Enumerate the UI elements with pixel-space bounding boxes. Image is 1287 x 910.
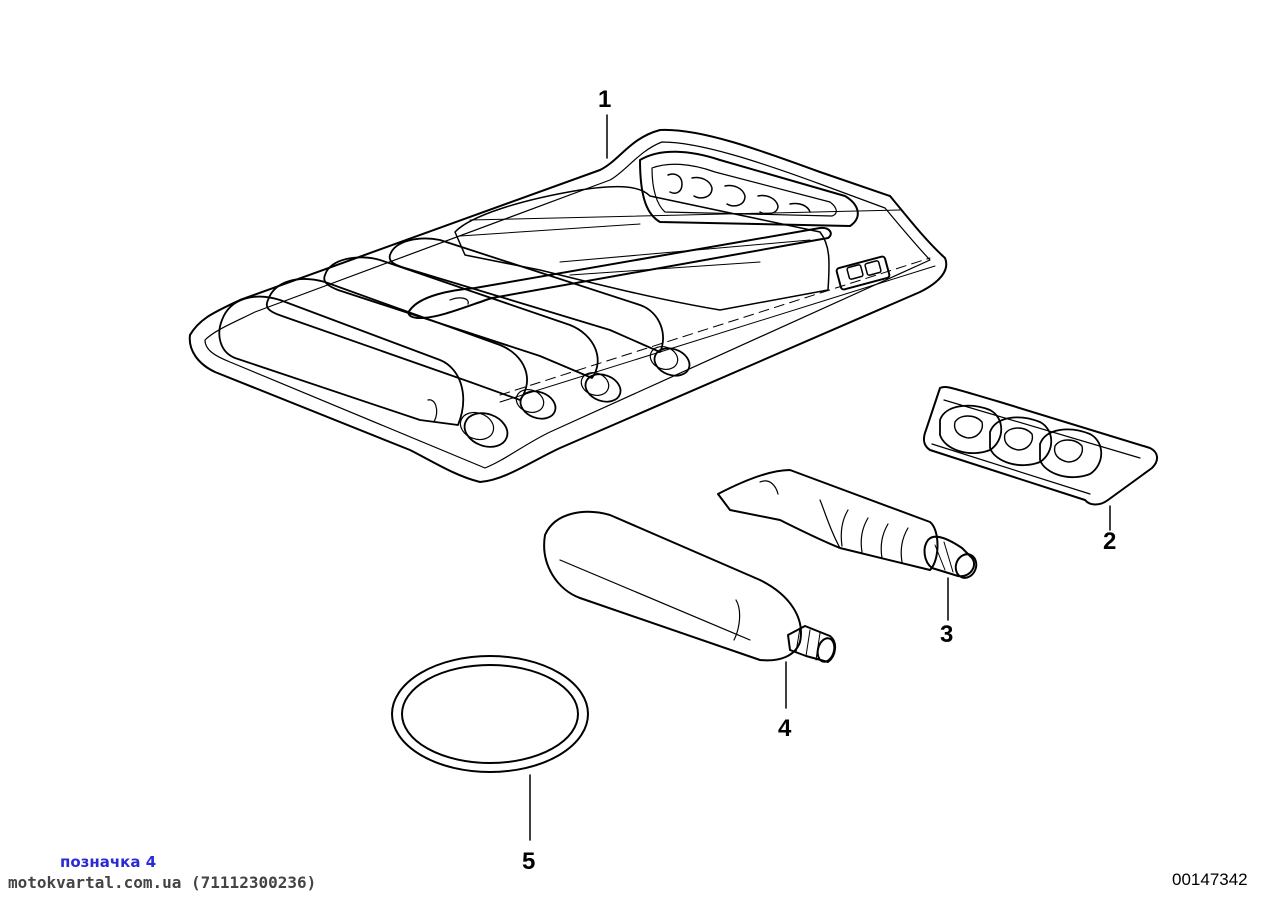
tool-roll-kit — [188, 114, 948, 483]
document-id: 00147342 — [1172, 870, 1248, 889]
callout-1: 1 — [598, 86, 612, 113]
callout-3: 3 — [940, 621, 954, 648]
callout-4: 4 — [778, 715, 792, 742]
note-label: позначка 4 — [60, 853, 157, 871]
site-label: motokvartal.com.ua (71112300236) — [8, 873, 317, 892]
sealing-ring — [391, 655, 589, 841]
adhesive-tube — [717, 469, 978, 621]
callout-2: 2 — [1103, 528, 1117, 555]
callout-5: 5 — [522, 848, 536, 875]
gas-cartridge — [543, 510, 836, 709]
patch-tray — [922, 385, 1158, 531]
